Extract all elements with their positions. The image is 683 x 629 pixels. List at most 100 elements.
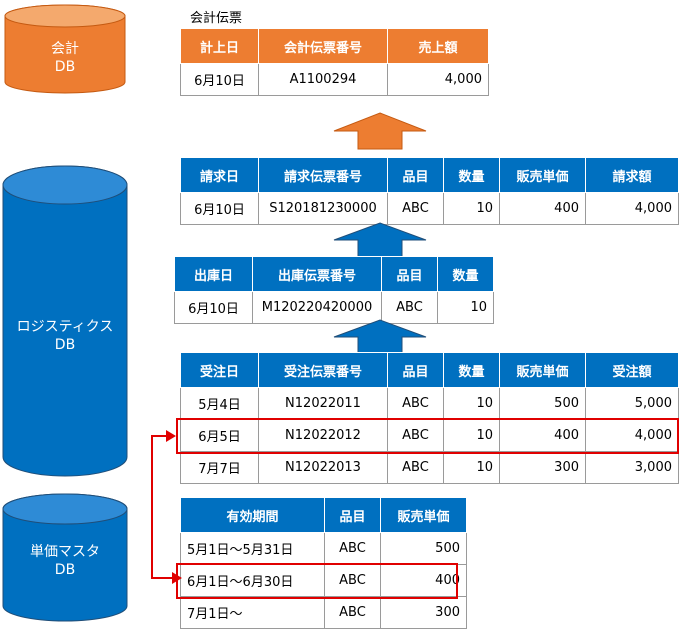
table-cell: 300 — [499, 451, 586, 484]
column-header: 販売単価 — [499, 157, 586, 193]
table-header-row: 有効期間 品目 販売単価 — [180, 497, 467, 533]
table-cell: 5,000 — [585, 387, 679, 420]
column-header: 数量 — [443, 157, 500, 193]
table-header-row: 受注日 受注伝票番号 品目 数量 販売単価 受注額 — [180, 352, 679, 388]
up-arrow-blue-icon — [333, 319, 427, 355]
table-cell: ABC — [387, 387, 444, 420]
table-cell: S120181230000 — [258, 192, 388, 225]
price-master-db-cylinder: 単価マスタ DB — [2, 493, 128, 623]
column-header: 請求日 — [180, 157, 259, 193]
table-cell: 300 — [380, 596, 467, 629]
table-cell: N12022011 — [258, 387, 388, 420]
table-row: 6月10日 S120181230000 ABC 10 400 4,000 — [180, 192, 679, 225]
table-row: 7月7日 N12022013 ABC 10 300 3,000 — [180, 451, 679, 484]
column-header: 数量 — [443, 352, 500, 388]
table-cell: ABC — [324, 596, 381, 629]
table-row: 5月4日 N12022011 ABC 10 500 5,000 — [180, 387, 679, 420]
table-cell: 4,000 — [387, 63, 489, 96]
accounting-db-cylinder: 会計 DB — [4, 4, 126, 94]
up-arrow-orange-icon — [333, 112, 427, 150]
table-cell: 5月1日～5月31日 — [180, 532, 325, 565]
table-row: 6月1日～6月30日 ABC 400 — [180, 564, 467, 597]
table-row: 5月1日～5月31日 ABC 500 — [180, 532, 467, 565]
logistics-db-label: ロジスティクス DB — [2, 318, 128, 354]
cylinder-shape — [2, 165, 128, 477]
column-header: 品目 — [387, 352, 444, 388]
table-row: 6月5日 N12022012 ABC 10 400 4,000 — [180, 419, 679, 452]
shipment-table: 出庫日 出庫伝票番号 品目 数量 6月10日 M120220420000 ABC… — [174, 256, 494, 324]
column-header: 販売単価 — [499, 352, 586, 388]
table-row: 7月1日～ ABC 300 — [180, 596, 467, 629]
table-cell: 4,000 — [585, 419, 679, 452]
price-row-highlight — [176, 563, 458, 599]
table-cell: 7月7日 — [180, 451, 259, 484]
price-master-db-label-line2: DB — [54, 562, 76, 578]
table-cell: N12022012 — [258, 419, 388, 452]
table-header-row: 請求日 請求伝票番号 品目 数量 販売単価 請求額 — [180, 157, 679, 193]
table-cell: 10 — [443, 419, 500, 452]
table-header-row: 計上日 会計伝票番号 売上額 — [180, 28, 489, 64]
accounting-table: 計上日 会計伝票番号 売上額 6月10日 A1100294 4,000 — [180, 28, 489, 96]
column-header: 品目 — [381, 256, 438, 292]
accounting-table-title: 会計伝票 — [190, 11, 243, 26]
up-arrow-blue-icon — [333, 222, 427, 258]
link-arrow-icon — [151, 430, 182, 584]
table-cell: 6月10日 — [180, 63, 259, 96]
cylinder-shape — [4, 4, 126, 94]
price-master-db-label: 単価マスタ DB — [2, 543, 128, 579]
table-cell: N12022013 — [258, 451, 388, 484]
cylinder-shape — [2, 493, 128, 622]
table-cell: ABC — [387, 419, 444, 452]
invoice-table: 請求日 請求伝票番号 品目 数量 販売単価 請求額 6月10日 S1201812… — [180, 157, 679, 225]
table-cell: 400 — [499, 419, 586, 452]
table-cell: 400 — [499, 192, 586, 225]
accounting-db-label-line1: 会計 — [51, 41, 79, 57]
column-header: 有効期間 — [180, 497, 325, 533]
table-cell: 5月4日 — [180, 387, 259, 420]
table-cell: 10 — [443, 192, 500, 225]
price-master-db-label-line1: 単価マスタ — [30, 544, 100, 560]
column-header: 受注日 — [180, 352, 259, 388]
column-header: 請求額 — [585, 157, 679, 193]
column-header: 計上日 — [180, 28, 259, 64]
table-cell: 400 — [380, 564, 467, 597]
column-header: 請求伝票番号 — [258, 157, 388, 193]
table-cell: 10 — [443, 451, 500, 484]
table-cell: ABC — [381, 291, 438, 324]
logistics-db-label-line2: DB — [54, 337, 76, 353]
column-header: 品目 — [387, 157, 444, 193]
column-header: 受注伝票番号 — [258, 352, 388, 388]
table-cell: ABC — [387, 451, 444, 484]
column-header: 受注額 — [585, 352, 679, 388]
price-master-table: 有効期間 品目 販売単価 5月1日～5月31日 ABC 500 6月1日～6月3… — [180, 497, 467, 629]
logistics-db-label-line1: ロジスティクス — [16, 319, 114, 335]
column-header: 出庫伝票番号 — [252, 256, 382, 292]
table-cell: 4,000 — [585, 192, 679, 225]
table-cell: 6月10日 — [174, 291, 253, 324]
column-header: 数量 — [437, 256, 494, 292]
order-row-highlight — [176, 418, 679, 454]
table-cell: ABC — [324, 532, 381, 565]
table-cell: 10 — [437, 291, 494, 324]
accounting-db-label: 会計 DB — [4, 40, 126, 76]
table-cell: A1100294 — [258, 63, 388, 96]
column-header: 出庫日 — [174, 256, 253, 292]
table-row: 6月10日 M120220420000 ABC 10 — [174, 291, 494, 324]
table-cell: 7月1日～ — [180, 596, 325, 629]
column-header: 売上額 — [387, 28, 489, 64]
table-cell: 500 — [380, 532, 467, 565]
accounting-db-label-line2: DB — [54, 59, 76, 75]
table-cell: 6月5日 — [180, 419, 259, 452]
logistics-db-cylinder: ロジスティクス DB — [2, 165, 128, 477]
table-row: 6月10日 A1100294 4,000 — [180, 63, 489, 96]
table-cell: 6月10日 — [180, 192, 259, 225]
table-cell: 10 — [443, 387, 500, 420]
table-cell: 3,000 — [585, 451, 679, 484]
table-cell: ABC — [387, 192, 444, 225]
table-header-row: 出庫日 出庫伝票番号 品目 数量 — [174, 256, 494, 292]
column-header: 販売単価 — [380, 497, 467, 533]
table-cell: 500 — [499, 387, 586, 420]
table-cell: 6月1日～6月30日 — [180, 564, 325, 597]
column-header: 品目 — [324, 497, 381, 533]
column-header: 会計伝票番号 — [258, 28, 388, 64]
